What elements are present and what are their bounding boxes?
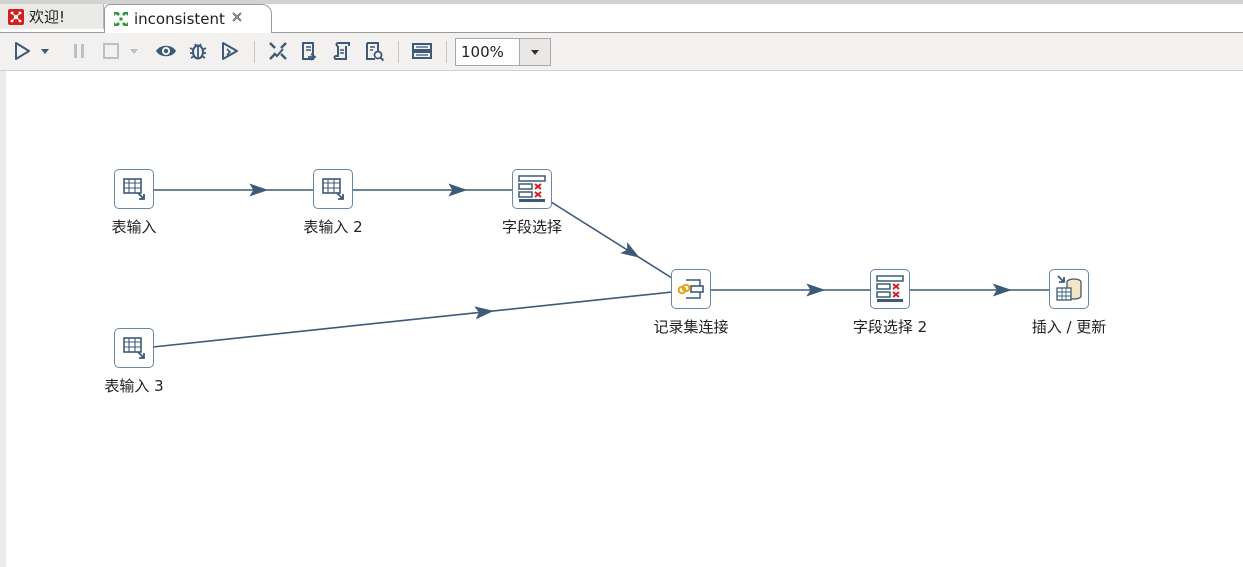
table-input-icon[interactable]	[313, 169, 353, 209]
editor-tab-bar: 欢迎! inconsistent	[0, 0, 1243, 33]
impact-button[interactable]	[298, 39, 322, 63]
verify-button[interactable]	[266, 39, 290, 63]
toolbar-separator	[254, 41, 255, 63]
step-table-input-2[interactable]: 表输入 2	[253, 169, 413, 251]
debug-icon	[189, 43, 207, 60]
step-label: 记录集连接	[653, 318, 729, 336]
hop-arrow-icon	[249, 183, 269, 197]
preview-button[interactable]	[154, 39, 178, 63]
run-button[interactable]	[10, 39, 34, 63]
tab-inconsistent[interactable]: inconsistent	[104, 4, 272, 33]
zoom-select[interactable]: 100%	[455, 38, 551, 66]
chevron-down-icon	[41, 49, 49, 54]
run-options-button[interactable]	[38, 39, 52, 63]
select-values-icon[interactable]	[870, 269, 910, 309]
impact-icon	[302, 42, 317, 61]
step-insert-update[interactable]: 插入 / 更新	[989, 269, 1149, 351]
zoom-dropdown-button[interactable]	[519, 39, 550, 65]
hop-arrow-icon	[806, 283, 826, 297]
step-label: 表输入	[111, 218, 157, 236]
table-input-icon[interactable]	[114, 169, 154, 209]
welcome-icon	[8, 8, 24, 25]
sql-icon	[333, 42, 350, 60]
hop-select-values-2-to-insert-update[interactable]	[890, 283, 1069, 297]
preview-icon	[156, 45, 176, 57]
hop-table-input-3-to-merge-join[interactable]	[133, 289, 692, 350]
step-table-input-1[interactable]: 表输入	[54, 169, 214, 251]
explore-db-icon	[366, 42, 385, 62]
stop-icon	[103, 43, 119, 59]
tab-bar-divider	[0, 32, 1243, 33]
hop-table-input-2-to-select-values-1[interactable]	[333, 183, 532, 197]
step-select-values-2[interactable]: 字段选择 2	[810, 269, 970, 351]
tab-inconsistent-label: inconsistent	[134, 10, 225, 28]
zoom-value[interactable]: 100%	[461, 43, 504, 61]
hop-merge-join-to-select-values-2[interactable]	[691, 283, 890, 297]
transformation-canvas[interactable]: 表输入 表输入 2 字段选择 表输入 3 记录集连接 字段选择 2 插入 /	[0, 71, 1243, 567]
hop-arrow-icon	[992, 283, 1012, 297]
debug-button[interactable]	[186, 39, 210, 63]
sql-button[interactable]	[330, 39, 354, 63]
step-merge-join[interactable]: 记录集连接	[611, 269, 771, 351]
hop-arrow-icon	[620, 242, 640, 258]
step-table-input-3[interactable]: 表输入 3	[54, 328, 214, 410]
run-icon	[15, 42, 30, 60]
toolbar-separator	[446, 41, 447, 63]
transformation-icon	[113, 11, 129, 27]
replay-button[interactable]	[218, 39, 242, 63]
hop-arrow-icon	[448, 183, 468, 197]
hop-select-values-1-to-merge-join[interactable]	[531, 189, 692, 291]
step-select-values-1[interactable]: 字段选择	[452, 169, 612, 251]
step-label: 插入 / 更新	[1031, 318, 1107, 336]
replay-icon	[222, 42, 238, 60]
table-input-icon[interactable]	[114, 328, 154, 368]
hop-table-input-1-to-table-input-2[interactable]	[134, 183, 333, 197]
tab-welcome-label: 欢迎!	[29, 8, 66, 26]
explore-db-button[interactable]	[362, 39, 386, 63]
transformation-toolbar: 100%	[0, 33, 1243, 71]
step-label: 字段选择 2	[852, 318, 928, 336]
step-label: 字段选择	[501, 218, 562, 236]
stop-button[interactable]	[99, 39, 123, 63]
stop-options-button[interactable]	[127, 39, 141, 63]
toolbar-separator	[398, 41, 399, 63]
chevron-down-icon	[130, 49, 138, 54]
pause-button[interactable]	[67, 39, 91, 63]
close-icon[interactable]	[231, 11, 243, 27]
merge-join-icon[interactable]	[671, 269, 711, 309]
hop-arrow-icon	[474, 306, 494, 320]
verify-icon	[269, 42, 287, 60]
hop-layer	[133, 183, 1069, 350]
pause-icon	[74, 44, 84, 58]
show-results-icon	[412, 43, 432, 59]
select-values-icon[interactable]	[512, 169, 552, 209]
chevron-down-icon	[531, 50, 539, 55]
insert-update-icon[interactable]	[1049, 269, 1089, 309]
tab-welcome[interactable]: 欢迎!	[0, 4, 104, 29]
step-label: 表输入 3	[104, 377, 164, 395]
step-label: 表输入 2	[303, 218, 363, 236]
show-results-button[interactable]	[410, 39, 434, 63]
